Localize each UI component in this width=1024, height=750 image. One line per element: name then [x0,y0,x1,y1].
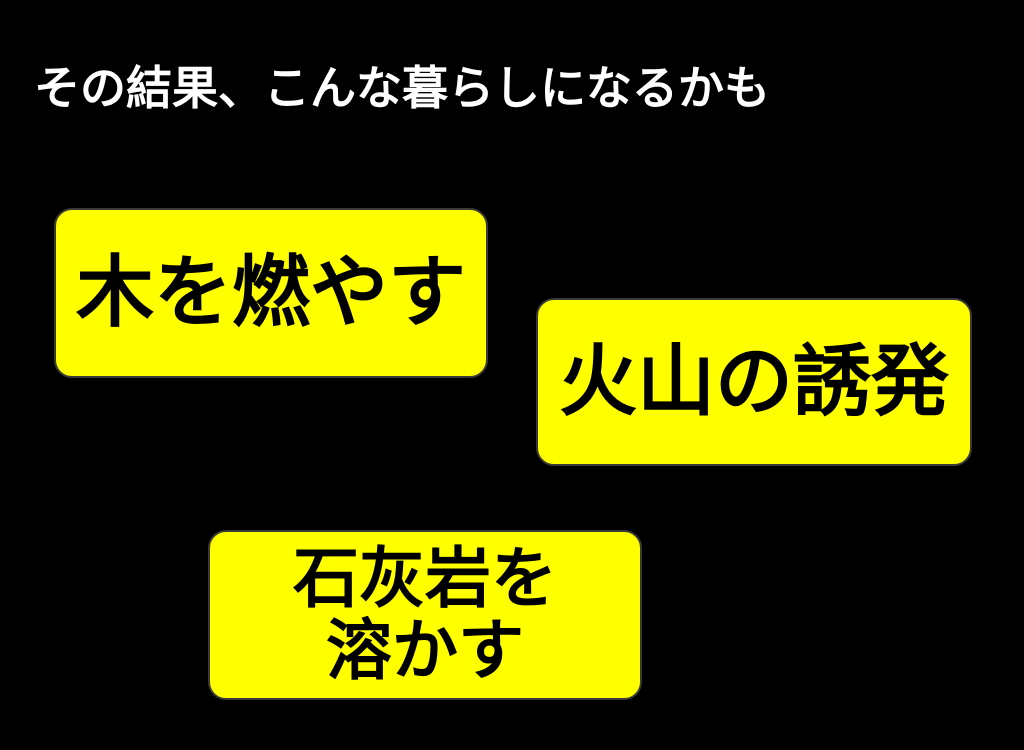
callout-box-volcano: 火山の誘発 [536,298,972,466]
slide-title: その結果、こんな暮らしになるかも [34,61,770,115]
callout-box-limestone: 石灰岩を 溶かす [208,530,642,700]
callout-box-burn-wood: 木を燃やす [54,208,488,378]
callout-text-line-2: 溶かす [326,612,524,689]
callout-text: 火山の誘発 [558,337,949,427]
callout-text: 木を燃やす [75,248,466,338]
callout-text-line-1: 石灰岩を [293,540,557,617]
